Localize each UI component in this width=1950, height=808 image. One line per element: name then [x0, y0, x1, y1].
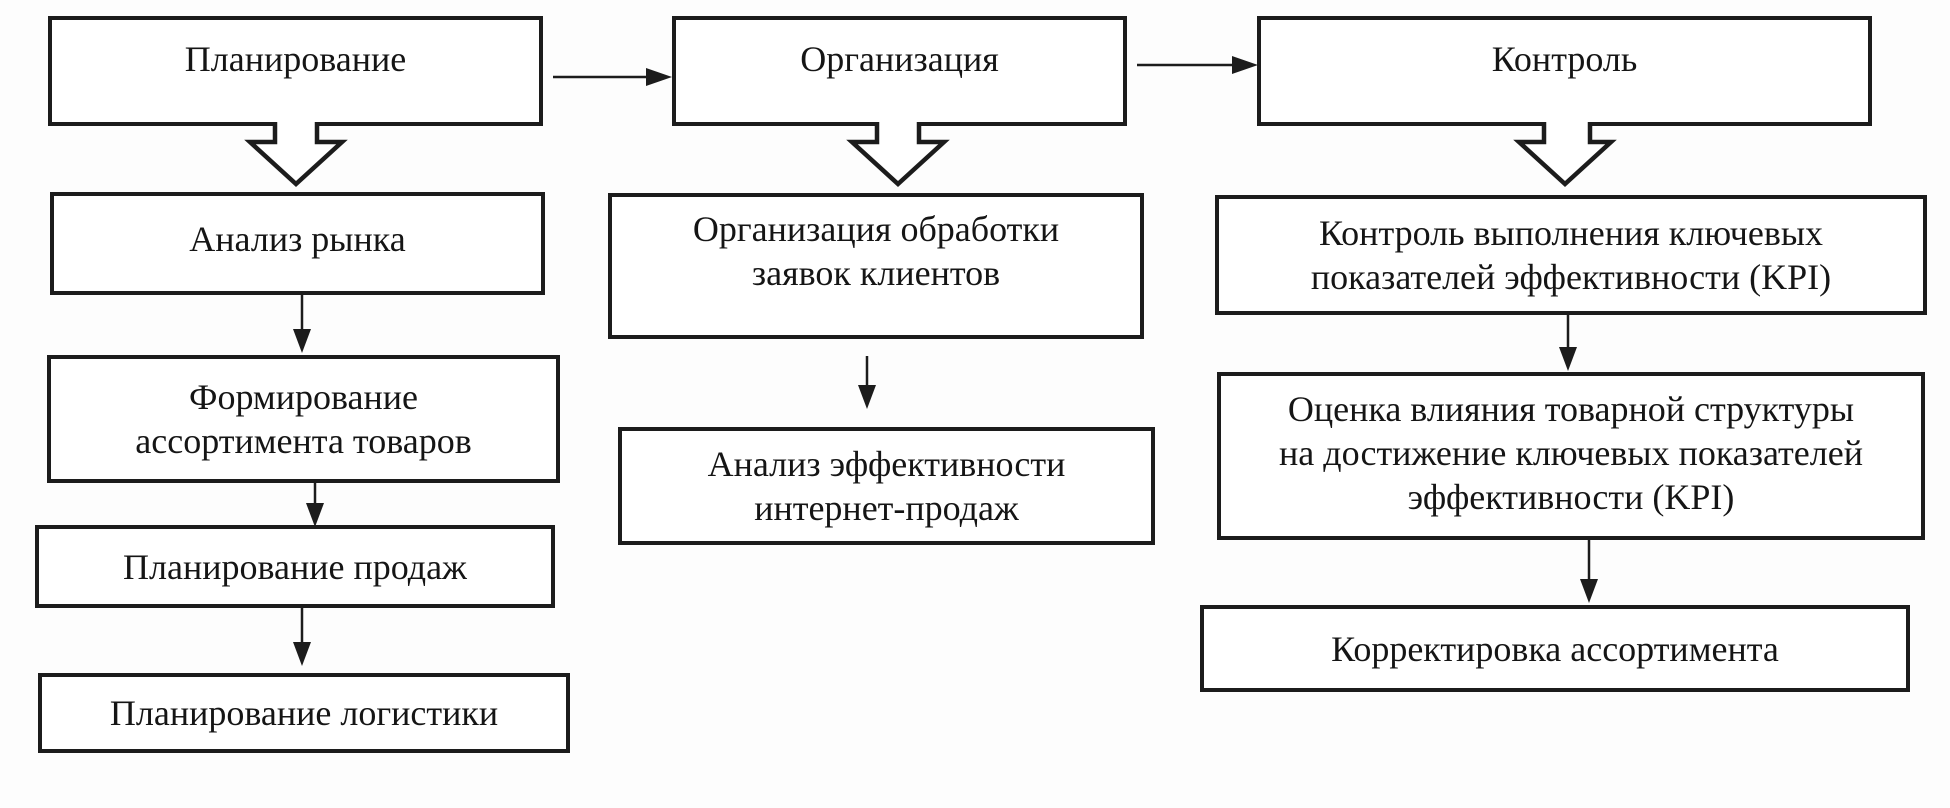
step-label-line: Анализ эффективности — [707, 444, 1066, 484]
header-box-control: Контроль — [1257, 16, 1872, 126]
step-box-structure-impact-assessment: Оценка влияния товарной структуры на дос… — [1217, 372, 1925, 540]
step-label-line: Планирование логистики — [109, 693, 499, 733]
step-label-line: Планирование продаж — [123, 546, 467, 587]
arrow-down-icon — [293, 608, 311, 666]
header-label-control: Контроль — [1491, 39, 1638, 79]
step-box-client-requests-processing: Организация обработки заявок клиентов — [608, 193, 1144, 339]
step-label-line: Формирование — [189, 377, 418, 417]
step-label-line: показателей эффективности (KPI) — [1310, 257, 1832, 297]
step-box-logistics-planning: Планирование логистики — [38, 673, 570, 753]
step-box-sales-planning: Планирование продаж — [35, 525, 555, 608]
step-label-line: ассортимента товаров — [135, 421, 472, 461]
block-arrow-down-icon — [244, 122, 348, 188]
arrow-down-icon — [1580, 540, 1598, 603]
step-label-line: Корректировка ассортимента — [1331, 628, 1779, 669]
arrow-right-icon — [1137, 56, 1258, 74]
arrow-down-icon — [293, 295, 311, 353]
step-label-line: заявок клиентов — [751, 253, 1001, 293]
step-box-online-sales-analysis: Анализ эффективности интернет-продаж — [618, 427, 1155, 545]
arrow-down-icon — [1559, 315, 1577, 371]
arrow-right-icon — [553, 68, 672, 86]
step-label-line: эффективности (KPI) — [1407, 477, 1735, 517]
arrow-down-icon — [858, 356, 876, 409]
header-label-organization: Организация — [800, 39, 999, 79]
header-box-organization: Организация — [672, 16, 1127, 126]
header-label-planning: Планирование — [184, 39, 407, 79]
step-box-assortment-formation: Формирование ассортимента товаров — [47, 355, 560, 483]
step-box-market-analysis: Анализ рынка — [50, 192, 545, 295]
step-box-assortment-adjustment: Корректировка ассортимента — [1200, 605, 1910, 692]
step-label-line: Контроль выполнения ключевых — [1318, 213, 1824, 253]
step-label-line: Анализ рынка — [189, 218, 406, 259]
step-label-line: интернет-продаж — [754, 488, 1019, 528]
step-label-line: на достижение ключевых показателей — [1279, 433, 1863, 473]
block-arrow-down-icon — [1513, 122, 1617, 188]
step-box-kpi-control: Контроль выполнения ключевых показателей… — [1215, 195, 1927, 315]
header-box-planning: Планирование — [48, 16, 543, 126]
step-label-line: Организация обработки — [692, 209, 1060, 249]
arrow-down-icon — [306, 483, 324, 527]
block-arrow-down-icon — [846, 122, 950, 188]
step-label-line: Оценка влияния товарной структуры — [1287, 389, 1855, 429]
